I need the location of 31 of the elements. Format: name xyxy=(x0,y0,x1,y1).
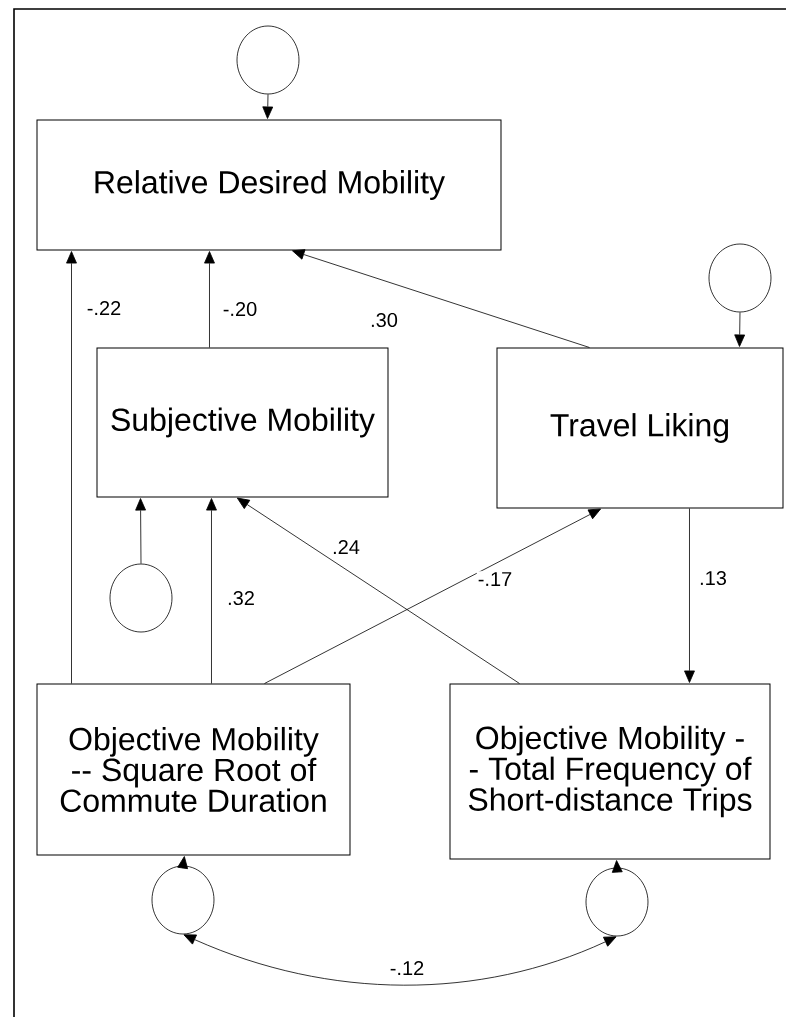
edge-label: .30 xyxy=(369,311,399,329)
path-arrow xyxy=(183,934,617,986)
edge-label: -.20 xyxy=(221,300,259,318)
edge-label: .24 xyxy=(331,539,361,555)
path-arrow xyxy=(684,508,695,683)
variable-box: Objective Mobility -- Square Root of Commute Duration xyxy=(36,683,351,856)
path-arrow xyxy=(734,312,746,347)
variable-box: Relative Desired Mobility xyxy=(36,119,502,251)
error-circle xyxy=(585,867,649,937)
error-circle xyxy=(236,25,300,95)
path-arrow xyxy=(135,498,146,564)
variable-box: Objective Mobility -- Total Frequency of Short-distance Trips xyxy=(449,683,771,860)
variable-box: Travel Liking xyxy=(496,347,784,509)
edge-label: -.17 xyxy=(476,571,514,587)
edge-label: -.22 xyxy=(85,300,123,316)
path-arrow xyxy=(177,856,188,870)
edge-label: -.12 xyxy=(388,960,426,976)
path-arrow xyxy=(206,498,217,684)
path-arrow xyxy=(66,251,77,684)
edge-label: .13 xyxy=(698,569,728,587)
edge-label: .32 xyxy=(226,589,256,607)
error-circle xyxy=(151,865,215,935)
error-circle xyxy=(109,563,173,633)
variable-box: Subjective Mobility xyxy=(96,347,389,498)
path-arrow xyxy=(262,94,274,119)
path-arrow xyxy=(292,249,590,348)
path-arrow xyxy=(204,251,215,348)
path-arrow xyxy=(236,497,520,684)
path-arrow xyxy=(264,508,601,684)
path-arrow xyxy=(611,860,623,873)
error-circle xyxy=(708,243,772,313)
